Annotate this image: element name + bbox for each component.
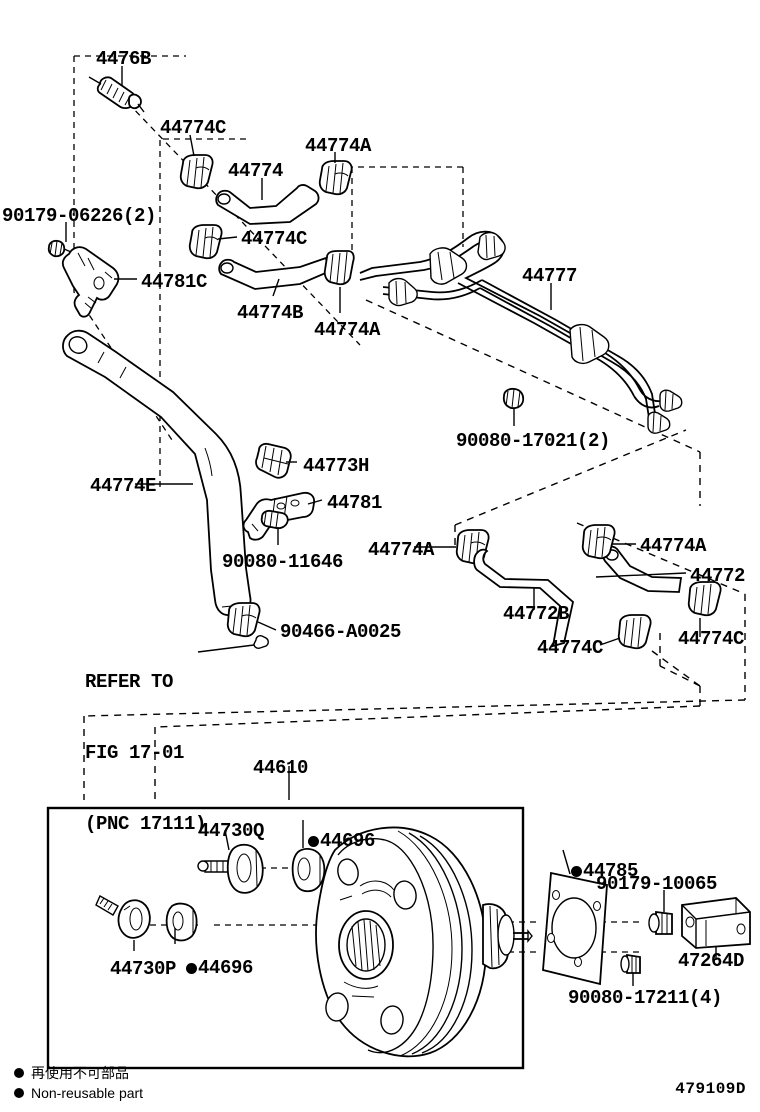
label-90080-17021: 90080-17021(2) [456, 430, 611, 452]
label-90179-06226: 90179-06226(2) [2, 205, 157, 227]
label-44772: 44772 [690, 565, 746, 587]
label-90179-10065: 90179-10065 [596, 873, 718, 895]
part-44610-brake-booster [315, 826, 533, 1058]
part-44774C-clamp-b [188, 224, 223, 260]
label-44774E: 44774E [90, 475, 157, 497]
label-44774C-b: 44774C [241, 228, 308, 250]
label-44774A-c: 44774A [368, 539, 435, 561]
part-44774B-hose [218, 256, 329, 290]
label-44785-group: 44785 [527, 838, 638, 905]
refer-to-line-3: (PNC 17111) [85, 813, 207, 835]
label-44772B: 44772B [503, 603, 570, 625]
part-44696-grommet-upper [291, 848, 326, 893]
part-44774C-clamp-d [617, 614, 652, 650]
legend-bullet-english [14, 1088, 24, 1099]
part-44730Q-pin [197, 843, 264, 894]
refer-to-line-2: FIG 17-01 [85, 741, 185, 764]
part-44777-tube-assembly [359, 230, 683, 434]
label-90080-17211: 90080-17211(4) [568, 987, 723, 1009]
legend-text-japanese: 再使用不可部品 [31, 1065, 129, 1081]
part-90080-17021-grommet [502, 387, 525, 426]
label-44774A-a: 44774A [305, 135, 372, 157]
part-90080-11646-bolt [260, 509, 289, 545]
label-44774C-d: 44774C [537, 637, 604, 659]
legend-bullet-japanese [14, 1068, 24, 1079]
part-90179-06226-screw [47, 239, 77, 258]
part-44774A-clamp-b [323, 250, 355, 286]
leader-lines [65, 66, 701, 951]
legend-row-english: Non-reusable part [14, 1083, 143, 1103]
part-44774-hose [215, 184, 320, 225]
label-4476B: 4476B [96, 48, 152, 70]
label-44696-upper-group: 44696 [264, 808, 375, 875]
label-44777: 44777 [522, 265, 578, 287]
label-44781: 44781 [327, 492, 383, 514]
non-reusable-marker-44696-lower [186, 963, 198, 975]
figure-code: 479109D [675, 1080, 746, 1098]
legend-row-japanese: 再使用不可部品 [14, 1063, 143, 1083]
part-44774A-clamp-d [581, 524, 616, 560]
part-44774C-clamp-a [179, 154, 214, 190]
label-90080-11646: 90080-11646 [222, 551, 344, 573]
part-90080-17211-nut [620, 953, 641, 986]
legend-block: 再使用不可部品 Non-reusable part [14, 1063, 143, 1104]
label-44696-lower-group: 44696 [142, 935, 253, 1002]
part-44781C-bracket [61, 246, 120, 318]
label-44774: 44774 [228, 160, 284, 182]
part-44774C-clamp-c [687, 581, 722, 617]
part-44696-grommet-lower [165, 902, 198, 942]
non-reusable-marker-44785 [571, 866, 583, 878]
part-44773H-clip [255, 442, 292, 479]
part-44774A-clamp-a [318, 160, 353, 196]
part-90466-A0025-clamp [226, 602, 261, 638]
refer-to-note: REFER TO FIG 17-01 (PNC 17111) [85, 623, 206, 884]
label-44774C-c: 44774C [678, 628, 745, 650]
label-44774A-b: 44774A [314, 319, 381, 341]
booster-frame-box [46, 806, 525, 1070]
assembly-boundary-lower [83, 299, 746, 800]
label-44696-upper: 44696 [320, 830, 376, 853]
refer-to-line-1: REFER TO [85, 670, 174, 693]
part-90179-10065-nut [648, 890, 673, 935]
part-44785-gasket [542, 871, 608, 986]
part-44772B-hose [473, 548, 574, 648]
label-44610: 44610 [253, 757, 309, 779]
legend-text-english: Non-reusable part [31, 1085, 144, 1102]
label-44774A-d: 44774A [640, 535, 707, 557]
part-4476B-check-valve [88, 76, 145, 113]
part-44730P-pin [95, 895, 151, 939]
label-44696-lower: 44696 [198, 957, 254, 980]
part-47264D-bracket [681, 897, 751, 960]
label-44785: 44785 [583, 860, 639, 883]
label-44781C: 44781C [141, 271, 208, 293]
label-44730P: 44730P [110, 958, 177, 980]
label-44730Q: 44730Q [198, 820, 265, 842]
label-44774C-a: 44774C [160, 117, 227, 139]
fig17-01-stub [197, 635, 269, 653]
non-reusable-marker-44696-upper [308, 836, 320, 848]
label-90466-A0025: 90466-A0025 [280, 621, 402, 643]
label-44773H: 44773H [303, 455, 370, 477]
label-44774B: 44774B [237, 302, 304, 324]
label-47264D: 47264D [678, 950, 745, 972]
